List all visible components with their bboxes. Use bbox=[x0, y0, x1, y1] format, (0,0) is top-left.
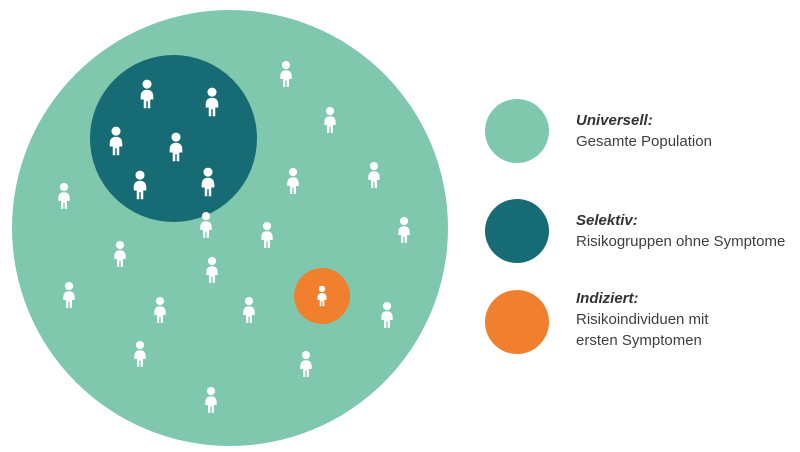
legend-item-selective: Selektiv: Risikogruppen ohne Symptome bbox=[485, 199, 785, 263]
legend-description-universal: Gesamte Population bbox=[576, 133, 712, 150]
legend-text-universal: Universell: Gesamte Population bbox=[576, 110, 712, 152]
legend-text-selective: Selektiv: Risikogruppen ohne Symptome bbox=[576, 210, 785, 252]
legend-description-indicated: Risikoindividuen mit ersten Symptomen bbox=[576, 310, 709, 349]
legend-title-indicated: Indiziert: bbox=[576, 289, 639, 307]
legend-item-indicated: Indiziert: Risikoindividuen mit ersten S… bbox=[485, 284, 709, 354]
legend-description-selective: Risikogruppen ohne Symptome bbox=[576, 233, 786, 250]
legend-title-selective: Selektiv: bbox=[576, 212, 638, 229]
legend-title-universal: Universell: bbox=[576, 112, 653, 129]
universal-swatch-circle bbox=[485, 99, 549, 163]
legend-text-indicated: Indiziert: Risikoindividuen mit ersten S… bbox=[576, 288, 709, 351]
selective-swatch-circle bbox=[485, 199, 549, 263]
indicated-swatch-circle bbox=[485, 290, 549, 354]
legend-item-universal: Universell: Gesamte Population bbox=[485, 99, 712, 163]
